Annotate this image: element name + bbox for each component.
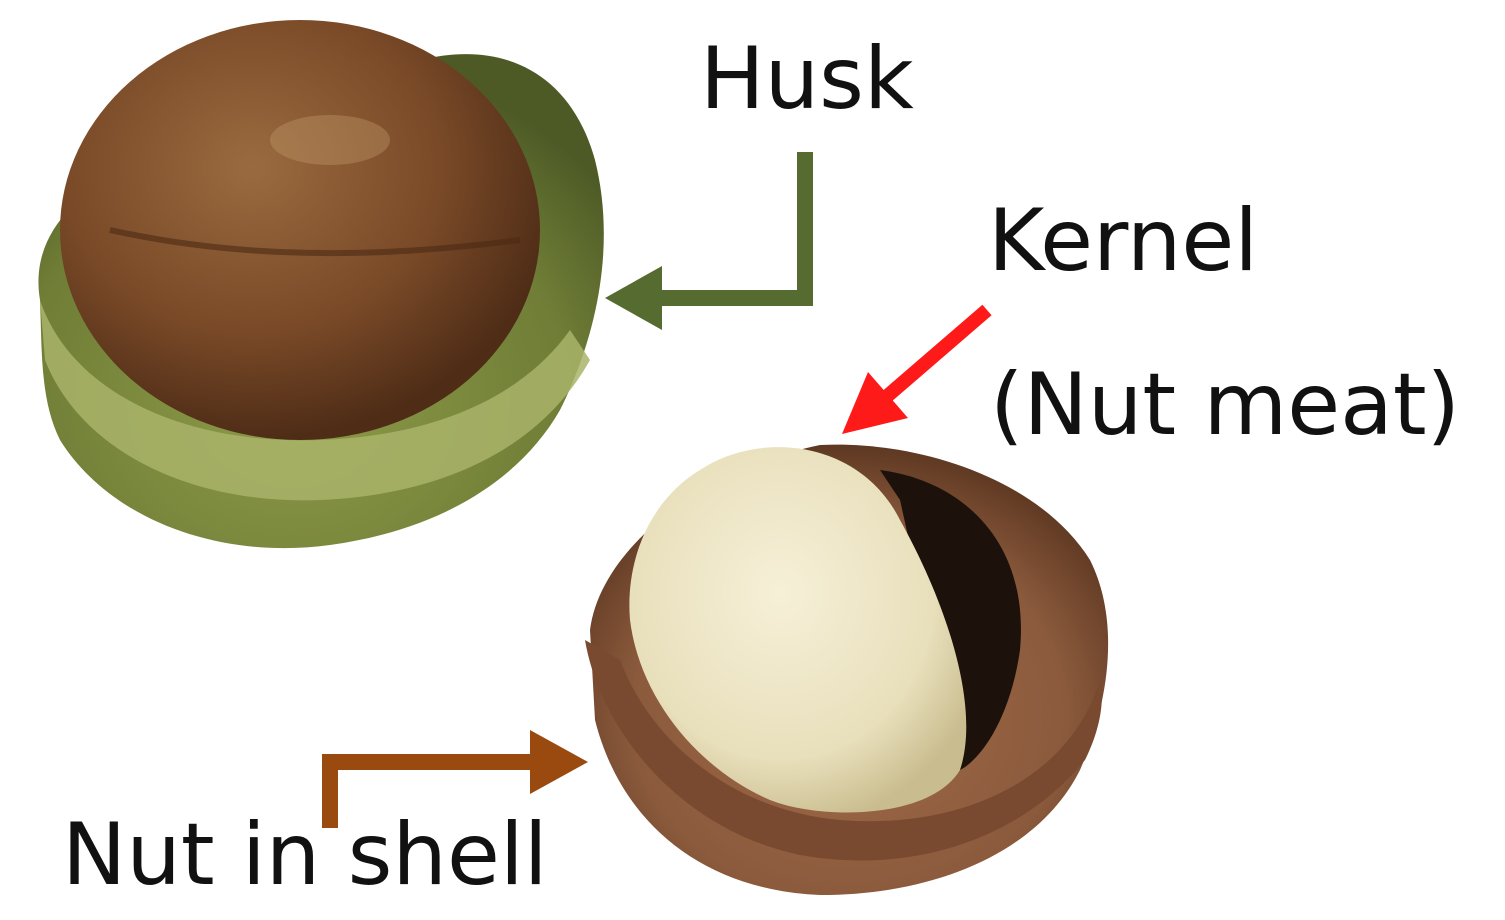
husked-nut xyxy=(38,20,603,548)
nut-highlight xyxy=(270,115,390,165)
kernel-arrow xyxy=(842,310,987,434)
cracked-nut xyxy=(585,445,1108,895)
husk-label: Husk xyxy=(700,36,914,122)
kernel-label: Kernel xyxy=(988,198,1258,284)
husk-arrow xyxy=(605,160,805,330)
nut-inner xyxy=(60,20,540,440)
nut-in-shell-label: Nut in shell xyxy=(62,812,548,898)
nut-meat-label: (Nut meat) xyxy=(990,362,1460,448)
